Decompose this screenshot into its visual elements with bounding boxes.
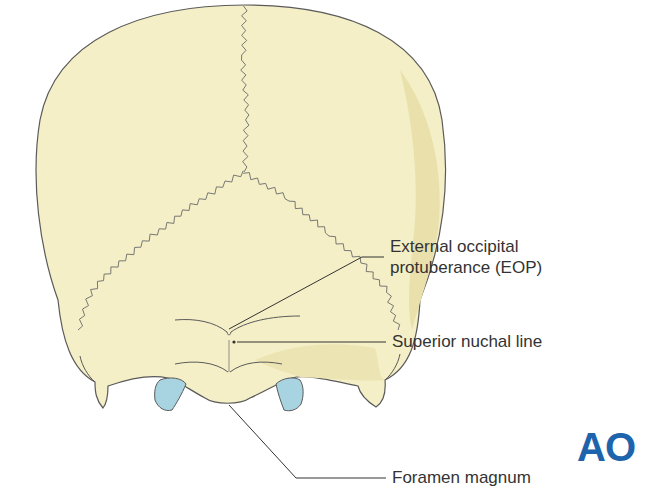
external-occipital-protuberance <box>227 332 231 335</box>
external-occipital-crest <box>229 340 230 372</box>
leader-line <box>237 342 386 343</box>
nuchal-line <box>230 362 282 372</box>
nuchal-line <box>175 362 228 372</box>
nuchal-line <box>231 316 300 332</box>
anatomy-label: Superior nuchal line <box>392 331 612 352</box>
skull-outline <box>36 5 446 408</box>
nuchal-line <box>175 320 227 333</box>
mastoid-process <box>385 354 400 380</box>
anatomy-label: Foramen magnum <box>392 467 612 488</box>
cranial-suture <box>78 171 243 330</box>
leader-dot <box>232 340 235 343</box>
occipital-condyle <box>155 378 186 411</box>
logo-text: AO <box>577 427 647 467</box>
cranial-suture <box>243 173 400 330</box>
anatomy-label: External occipital protuberance (EOP) <box>390 236 570 278</box>
leader-line <box>229 257 384 329</box>
cranial-suture <box>241 6 249 172</box>
occipital-condyle <box>276 378 303 411</box>
leader-line <box>229 405 386 478</box>
mastoid-process <box>80 356 95 382</box>
skull-shading <box>400 70 440 330</box>
